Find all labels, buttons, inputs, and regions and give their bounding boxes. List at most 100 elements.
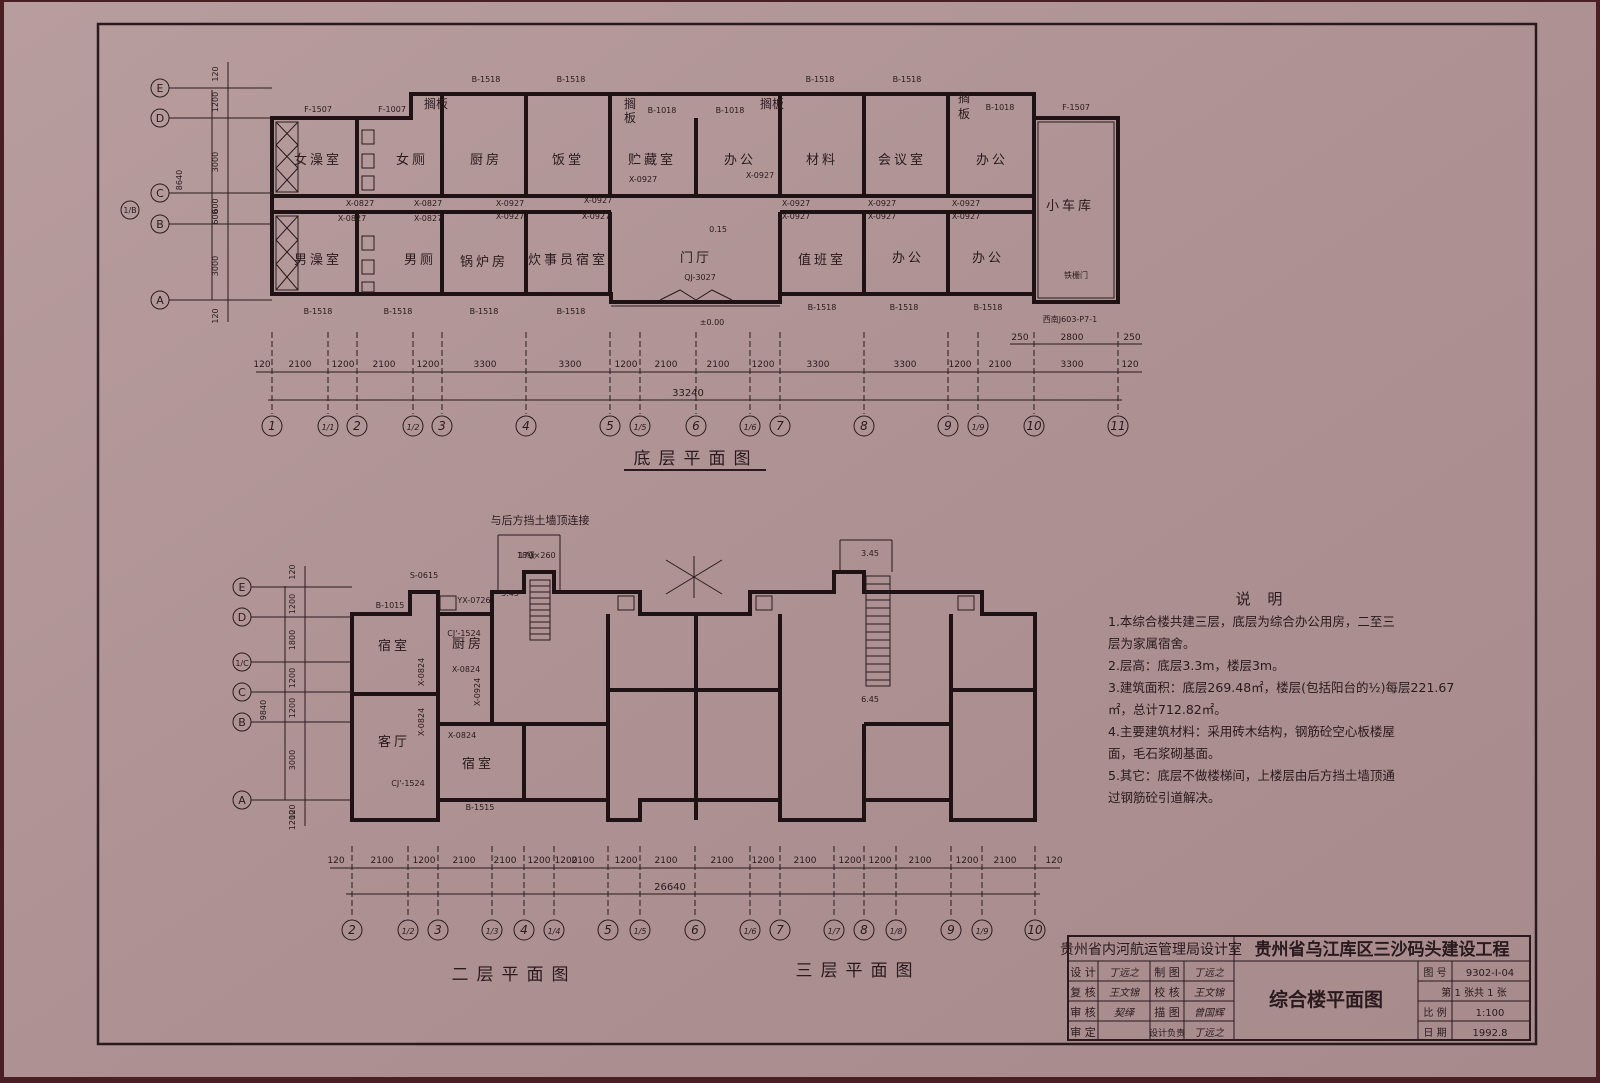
grid-bubble <box>481 919 503 941</box>
ground-outer-wall <box>270 92 1120 304</box>
grid-label: 6 <box>691 923 699 937</box>
role-signature: 王文锦 <box>1194 987 1225 999</box>
shelf-label: 搁 <box>624 96 636 111</box>
upper-dim: 2100 <box>494 856 517 866</box>
upper-vertical-dim: 1200 <box>288 668 297 688</box>
paper <box>4 2 1596 1077</box>
shelf-label: 板 <box>958 107 970 121</box>
ground-total-dim: 33240 <box>672 388 704 399</box>
upper-room-label: 客厅 <box>378 734 410 750</box>
ground-room-label: 材料 <box>806 153 838 168</box>
ground-opening-label: X-0927 <box>496 212 524 221</box>
upper-dim: 1200 <box>752 856 775 866</box>
ground-dim: 120 <box>253 360 270 370</box>
ground-opening-label: B-1518 <box>806 75 835 84</box>
grid-label: 6 <box>692 419 700 433</box>
ground-vertical-dim: 600 <box>211 209 220 224</box>
kitchen-fixtures <box>439 595 975 611</box>
info-value: 1:100 <box>1476 1008 1505 1019</box>
role-label: 设计负责 <box>1149 1027 1185 1039</box>
ground-room-label: 办公 <box>892 251 924 266</box>
grid-label: 1/6 <box>744 927 757 936</box>
grid-label: 1/9 <box>976 927 989 936</box>
grid-label: 11 <box>1110 419 1125 433</box>
ground-room-label: 炊事员宿室 <box>528 252 608 268</box>
grid-bubble <box>513 919 535 941</box>
ground-opening-label: X-0827 <box>338 214 366 223</box>
upper-dim: 2100 <box>711 856 734 866</box>
grid-label: 4 <box>522 419 530 433</box>
upper-opening-label: B-1515 <box>466 803 495 812</box>
ground-dim: 2100 <box>373 360 396 370</box>
grid-bubble <box>853 415 875 437</box>
axis-label: E <box>157 82 164 95</box>
ground-dim: 1200 <box>752 360 775 370</box>
ground-opening-label: X-0927 <box>782 199 810 208</box>
grid-bubble <box>769 415 791 437</box>
grid-label: 2 <box>353 419 361 433</box>
ground-opening-label: B-1518 <box>557 75 586 84</box>
ground-dim: 2100 <box>655 360 678 370</box>
ground-opening-label: B-1018 <box>648 106 677 115</box>
upper-stairs <box>497 534 893 687</box>
ground-dim: 1200 <box>417 360 440 370</box>
axis-label: D <box>238 611 246 624</box>
grid-label: 10 <box>1027 923 1043 937</box>
ground-opening-label: X-0927 <box>868 212 896 221</box>
drawing-title: 综合楼平面图 <box>1269 988 1383 1011</box>
axis-label: C <box>238 686 246 699</box>
grid-label: 1/5 <box>634 927 647 936</box>
grid-bubble <box>346 415 368 437</box>
upper-opening-label: 170×260 <box>518 551 555 560</box>
upper-opening-label: 3.45 <box>501 589 519 598</box>
axis-label: E <box>239 581 246 594</box>
role-signature: 王文锦 <box>1109 987 1140 999</box>
info-value: 9302-Ⅰ-04 <box>1466 968 1514 979</box>
ground-room-label: 男厕 <box>404 253 436 268</box>
upper-dim: 1200 <box>413 856 436 866</box>
upper-dim: 1200 <box>615 856 638 866</box>
axis-label: B <box>156 218 164 231</box>
upper-partitions <box>352 614 1035 820</box>
upper-opening-label: S-0615 <box>410 571 438 580</box>
second-floor-title: 二层平面图 <box>452 965 577 985</box>
axis-label: A <box>156 294 164 307</box>
ground-vertical-dim: 120 <box>211 308 220 323</box>
entrance-steps <box>611 289 780 307</box>
ground-vertical-dim: 3000 <box>211 256 220 276</box>
upper-vertical-dim: 1800 <box>288 630 297 650</box>
shelf-label: 板 <box>624 111 636 125</box>
grid-bubble <box>739 919 761 941</box>
info-label: 比 例 <box>1423 1006 1446 1019</box>
ground-opening-label: F-1507 <box>1062 103 1090 112</box>
upper-dim: 1200 <box>528 856 551 866</box>
ground-opening-label: X-0927 <box>629 175 657 184</box>
grid-bubble <box>599 415 621 437</box>
grid-bubble <box>940 919 962 941</box>
role-label: 校 核 <box>1154 985 1180 999</box>
title-block: 贵州省内河航运管理局设计室 贵州省乌江库区三沙码头建设工程 综合楼平面图 设 计… <box>1060 935 1531 1041</box>
grid-bubble <box>543 919 565 941</box>
ground-floor-plan: 33240 底层平面图 女澡室女厕厨房饭堂贮藏室办公材料会议室办公小车库男澡室男… <box>120 62 1142 471</box>
ground-opening-label: X-0827 <box>414 199 442 208</box>
note-line: ㎡，总计712.82㎡。 <box>1108 702 1227 717</box>
upper-opening-label: 3.45 <box>861 549 879 558</box>
upper-opening-label: CJ'-1524 <box>391 779 424 788</box>
ground-room-label: 小车库 <box>1046 198 1094 214</box>
ground-garage-dim: 2800 <box>1061 333 1084 343</box>
ground-dim: 3300 <box>474 360 497 370</box>
ground-title: 底层平面图 <box>634 449 759 469</box>
note-line: 4.主要建筑材料：采用砖木结构，钢筋砼空心板楼屋 <box>1108 724 1395 739</box>
ground-opening-label: B-1518 <box>557 307 586 316</box>
upper-room-label: 宿室 <box>378 638 410 654</box>
grid-bubble <box>1107 415 1129 437</box>
ground-room-label: 男澡室 <box>294 252 342 268</box>
upper-stair-note: 与后方挡土墙顶连接 <box>491 513 590 527</box>
grid-label: 7 <box>776 923 784 937</box>
grid-bubble <box>971 919 993 941</box>
grid-bubble <box>853 919 875 941</box>
grid-bubble <box>427 919 449 941</box>
grid-label: 5 <box>604 923 612 937</box>
axis-bubble <box>120 200 140 220</box>
ground-garage-dim: 250 <box>1123 333 1140 343</box>
